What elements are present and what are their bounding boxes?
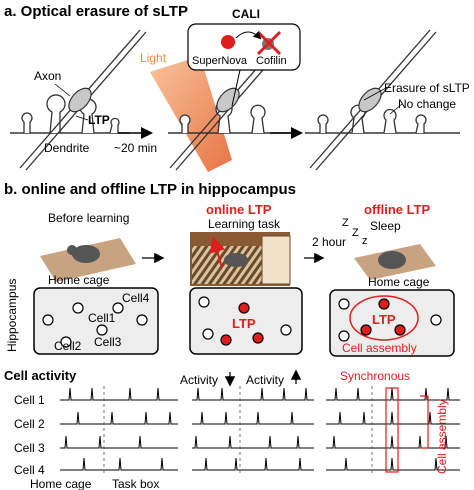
supernova-label: SuperNova xyxy=(192,55,248,67)
mouse-left xyxy=(72,245,100,263)
spike-trace-1-cell-2 xyxy=(60,411,178,425)
sleep-label: Sleep xyxy=(370,219,401,233)
ltp-label-a: LTP xyxy=(88,113,110,127)
synchronous-label: Synchronous xyxy=(340,369,410,383)
two-hour-label: 2 hour xyxy=(312,235,346,249)
ltp-right-label: LTP xyxy=(372,312,396,327)
cali-label: CALI xyxy=(232,7,260,21)
mouse-right xyxy=(378,251,406,269)
hippocampus-label: Hippocampus xyxy=(5,279,19,352)
no-change-pointer xyxy=(389,103,403,115)
light-label: Light xyxy=(140,51,167,65)
learning-task-label: Learning task xyxy=(208,217,281,231)
erasure-label: Erasure of sLTP xyxy=(384,81,470,95)
online-ltp-label: online LTP xyxy=(206,202,272,217)
zzz-2: Z xyxy=(352,227,359,239)
dendrite-label: Dendrite xyxy=(44,141,90,155)
cell1-label: Cell1 xyxy=(88,311,116,325)
row-label-3: Cell 3 xyxy=(14,441,45,455)
spike-trace-3-cell-1 xyxy=(326,387,460,401)
home-cage-right-label: Home cage xyxy=(368,275,430,289)
task-box-bottom-label: Task box xyxy=(112,477,159,490)
cells-left xyxy=(42,302,148,348)
cell2-label: Cell2 xyxy=(54,339,82,353)
zzz-3: z xyxy=(362,235,368,247)
time-label: ~20 min xyxy=(114,141,157,155)
activity-down-label: Activity xyxy=(180,373,218,387)
cali-pointer xyxy=(231,69,241,107)
panel-a-title: a. Optical erasure of sLTP xyxy=(4,3,188,20)
spike-trace-1-cell-1 xyxy=(60,387,178,401)
axon-label: Axon xyxy=(34,69,61,83)
cells-right xyxy=(338,298,442,342)
mouse-left-head xyxy=(67,245,77,255)
cell-assembly-bracket xyxy=(420,395,429,449)
panel-b-title: b. online and offline LTP in hippocampus xyxy=(4,181,296,198)
no-change-label: No change xyxy=(398,97,456,111)
spike-traces xyxy=(60,387,460,471)
mouse-mid xyxy=(224,253,248,267)
cofilin-label: Cofilin xyxy=(256,55,287,67)
spike-trace-2-cell-3 xyxy=(192,435,314,449)
cells-mid xyxy=(198,296,292,346)
cell-assembly-label: Cell assembly xyxy=(342,341,417,355)
home-cage-bottom-label: Home cage xyxy=(30,477,92,490)
spike-trace-3-cell-4 xyxy=(326,457,460,471)
hippocampus-box-mid xyxy=(189,287,303,355)
axon-pointer xyxy=(54,83,71,97)
spike-trace-2-cell-2 xyxy=(192,411,314,425)
ltp-pointer-a xyxy=(75,115,89,121)
bouton-left xyxy=(68,87,92,113)
cali-callout xyxy=(187,23,301,71)
activity-up-label: Activity xyxy=(246,373,284,387)
erasure-pointer xyxy=(363,87,387,101)
supernova-icon xyxy=(221,35,235,49)
hippocampus-box-right xyxy=(329,289,455,357)
cell3-label: Cell3 xyxy=(94,335,122,349)
cofilin-cross-icon xyxy=(256,30,282,56)
spike-trace-1-cell-4 xyxy=(60,457,178,471)
home-cage-left-label: Home cage xyxy=(48,273,110,287)
zzz-1: Z xyxy=(342,217,349,229)
row-label-1: Cell 1 xyxy=(14,393,45,407)
spike-trace-3-cell-3 xyxy=(326,435,460,449)
ltp-mid-label: LTP xyxy=(232,316,256,331)
bouton-mid xyxy=(216,87,240,113)
cell-assembly-outline xyxy=(349,295,419,341)
spike-trace-1-cell-3 xyxy=(60,435,178,449)
cell4-label: Cell4 xyxy=(122,291,150,305)
cell-assembly-vertical-label: Cell assembly xyxy=(435,399,449,474)
row-label-4: Cell 4 xyxy=(14,463,45,477)
before-learning-label: Before learning xyxy=(48,211,129,225)
spike-trace-2-cell-1 xyxy=(192,387,314,401)
row-label-2: Cell 2 xyxy=(14,417,45,431)
offline-ltp-label: offline LTP xyxy=(364,202,431,217)
task-box-wall xyxy=(261,235,291,285)
spike-trace-3-cell-2 xyxy=(326,411,460,425)
spike-trace-2-cell-4 xyxy=(192,457,314,471)
cell-activity-label: Cell activity xyxy=(4,368,77,383)
synchronous-box xyxy=(385,387,399,473)
cali-arc-icon xyxy=(235,30,262,40)
shock-icon xyxy=(209,236,225,269)
light-beam xyxy=(150,56,232,172)
